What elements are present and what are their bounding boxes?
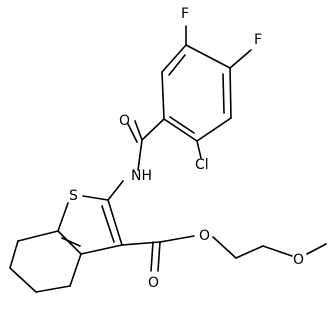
bond <box>262 245 293 257</box>
bond <box>196 140 202 159</box>
bond <box>168 54 186 76</box>
bonds <box>9 25 327 293</box>
bond <box>161 44 187 73</box>
atom-label-oxygen-amide: O <box>119 113 130 129</box>
atom-label-chlorine: Cl <box>195 157 209 173</box>
bond <box>134 120 143 141</box>
bond <box>80 244 123 255</box>
bond <box>150 241 154 272</box>
bond <box>17 230 59 242</box>
atom-label-nitrogen-amide: NH <box>131 168 152 184</box>
bond <box>121 241 161 246</box>
bond <box>161 71 165 120</box>
bond <box>169 116 195 134</box>
bond <box>82 195 109 201</box>
atom-label-sulfur: S <box>69 188 78 204</box>
atom-label-oxygen-carbonyl: O <box>148 275 159 291</box>
bond <box>185 44 231 69</box>
bond <box>157 241 161 272</box>
atom-label-fluorine-top: F <box>181 6 189 22</box>
bond <box>229 67 232 119</box>
bond <box>229 49 252 69</box>
bond <box>212 236 237 259</box>
bond <box>159 235 195 243</box>
atom-label-fluorine-right: F <box>254 32 262 48</box>
bond <box>9 267 37 293</box>
bond <box>69 253 82 287</box>
bond <box>222 73 225 114</box>
bond <box>141 118 165 141</box>
atom-label-oxygen-methoxy: O <box>293 252 304 268</box>
atom-label-oxygen-ester: O <box>199 228 210 244</box>
bond <box>61 237 81 247</box>
bond <box>306 243 327 255</box>
bond <box>163 118 198 142</box>
atom-labels: F F O NH Cl S O O O <box>69 6 304 291</box>
bond <box>127 123 138 143</box>
bond <box>57 230 82 255</box>
bond <box>137 139 143 171</box>
bond <box>35 285 71 293</box>
bond <box>196 117 232 142</box>
bond <box>57 202 69 232</box>
bond <box>9 240 19 269</box>
bond <box>235 245 264 259</box>
bond <box>107 199 123 246</box>
bond <box>101 205 115 243</box>
bond <box>107 180 124 201</box>
